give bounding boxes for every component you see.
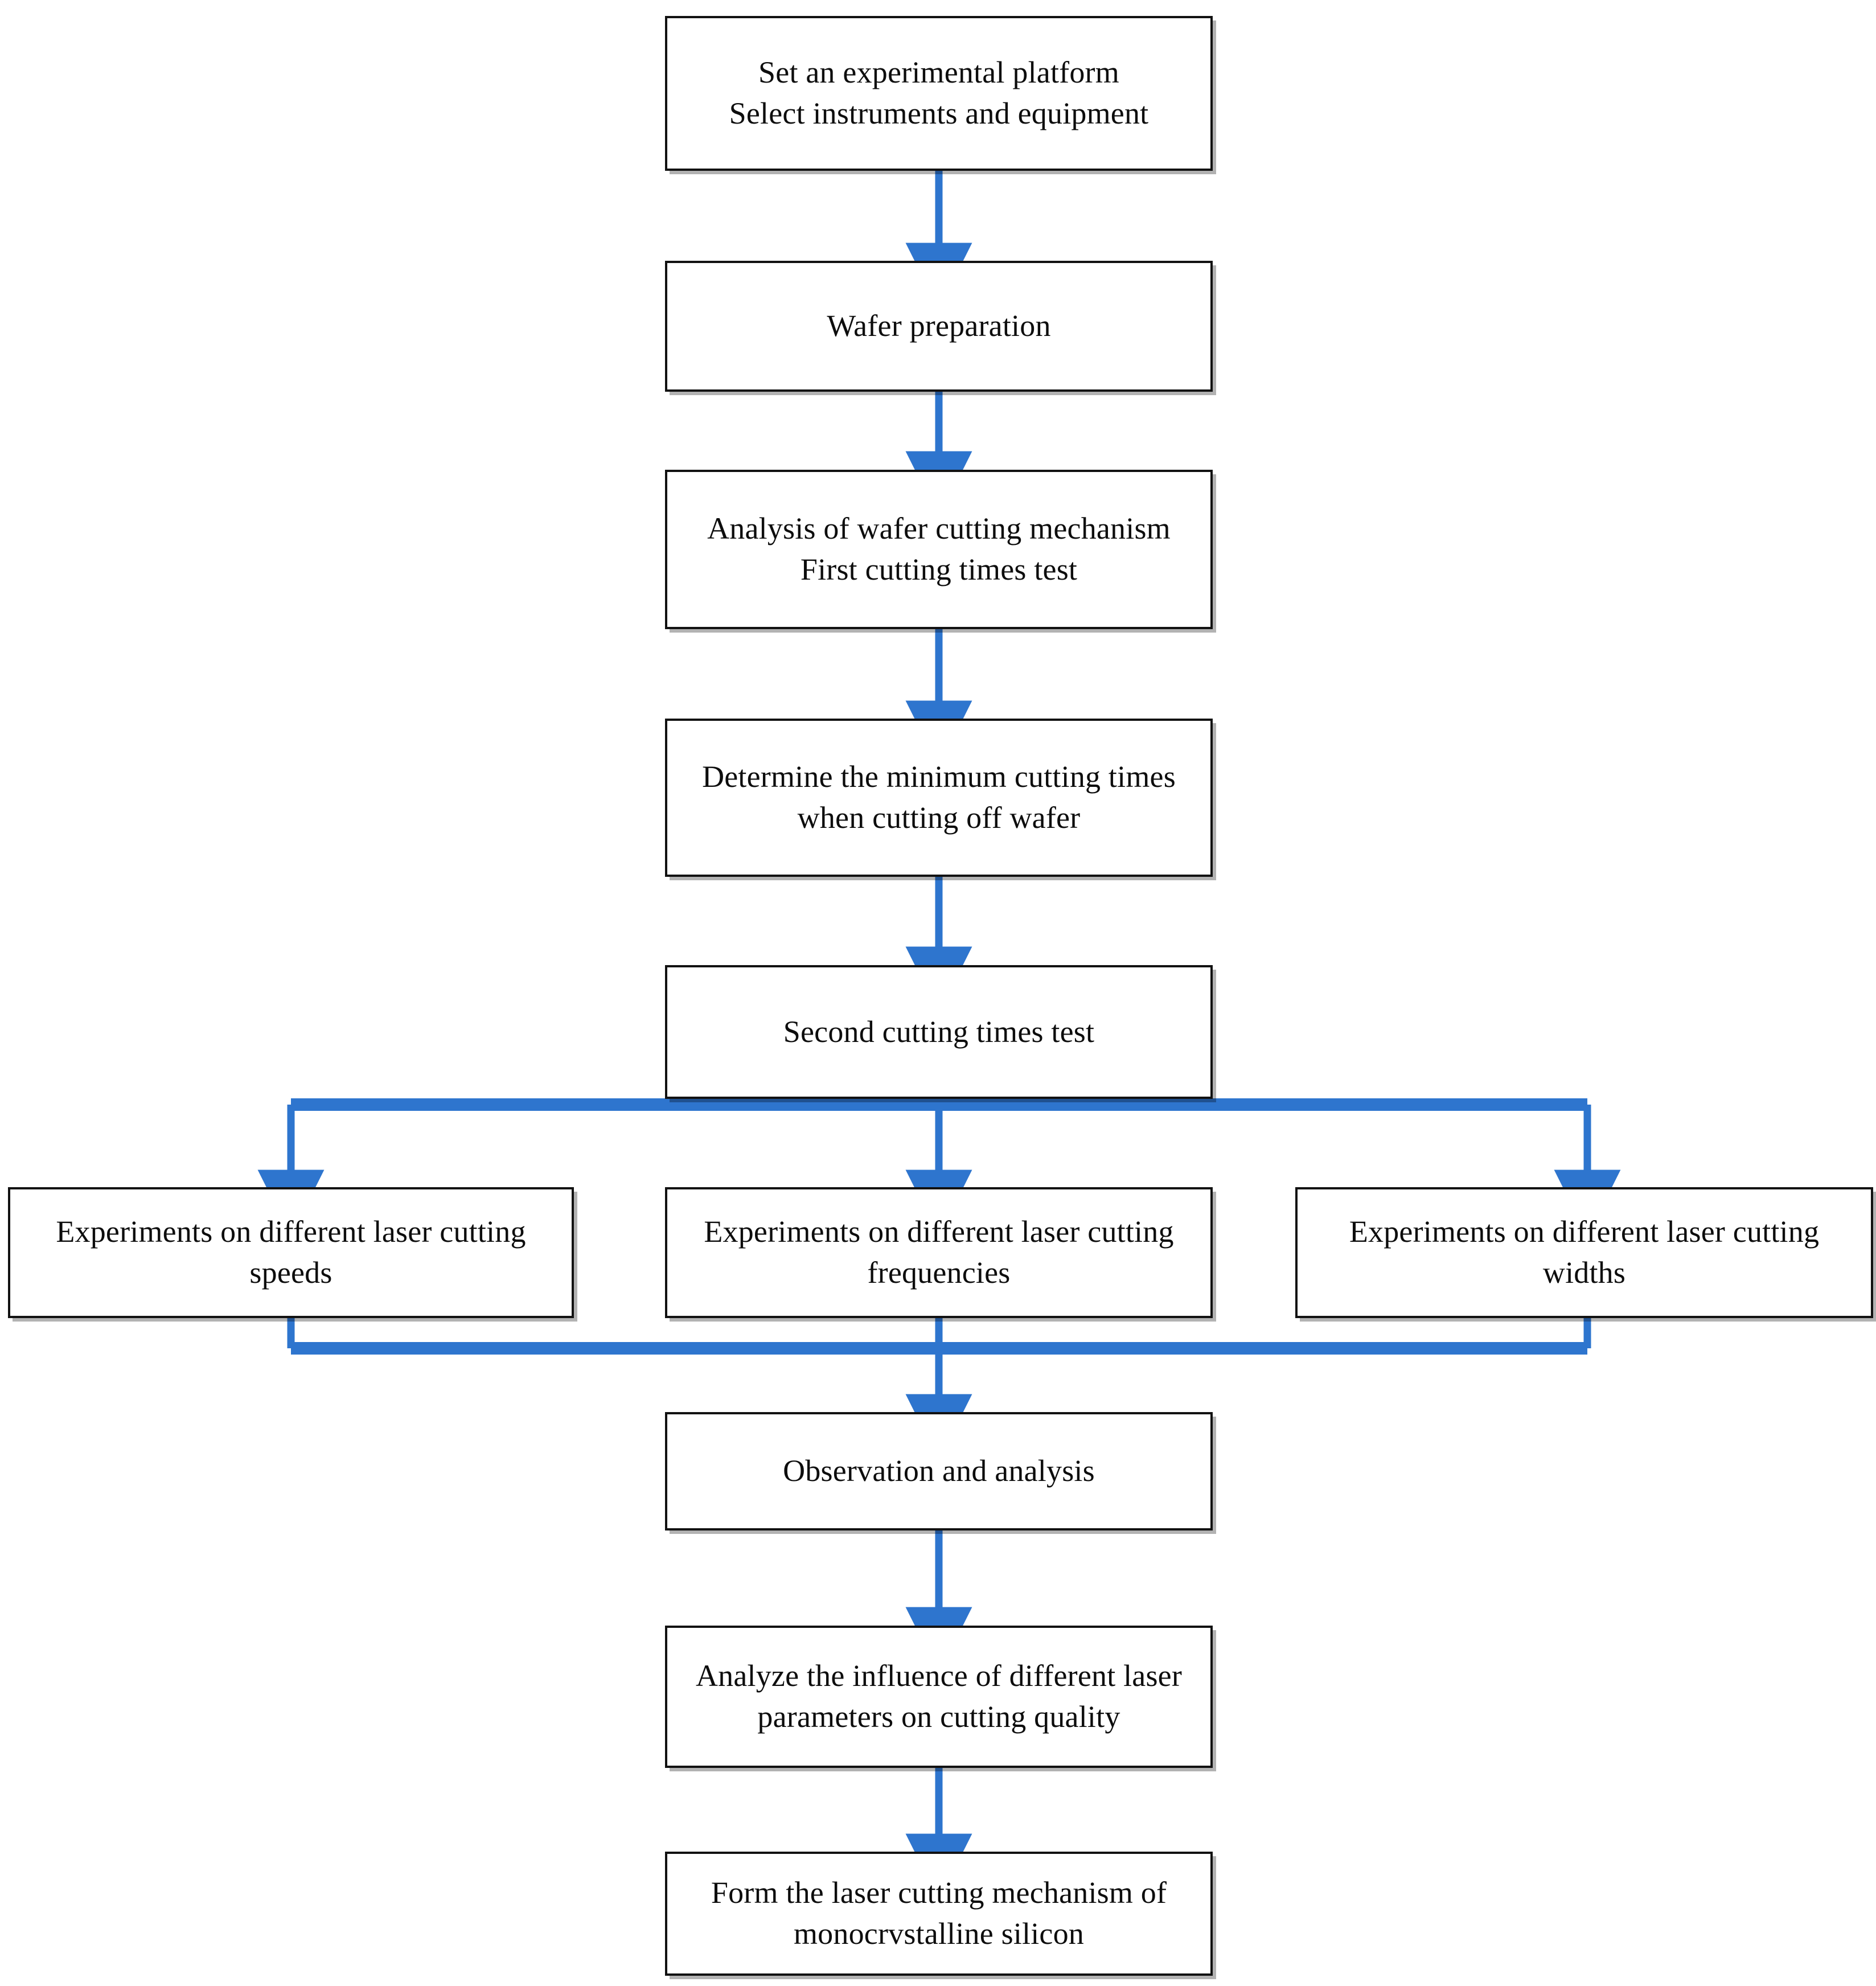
node-experiments-frequencies-label: Experiments on different laser cutting f… — [704, 1214, 1174, 1290]
node-analysis-first-test-label: Analysis of wafer cutting mechanism Firs… — [707, 511, 1171, 586]
node-second-test-label: Second cutting times test — [783, 1014, 1095, 1049]
node-wafer-preparation-label: Wafer preparation — [827, 309, 1051, 343]
node-setup[interactable]: Set an experimental platform Select inst… — [665, 16, 1213, 171]
node-analyze-influence-label: Analyze the influence of different laser… — [695, 1659, 1183, 1734]
node-determine-minimum[interactable]: Determine the minimum cutting times when… — [665, 719, 1213, 877]
node-observation-analysis[interactable]: Observation and analysis — [665, 1412, 1213, 1530]
node-setup-label: Set an experimental platform Select inst… — [729, 55, 1149, 130]
node-experiments-widths[interactable]: Experiments on different laser cutting w… — [1295, 1187, 1873, 1318]
node-observation-analysis-label: Observation and analysis — [783, 1454, 1095, 1488]
node-experiments-speeds[interactable]: Experiments on different laser cutting s… — [8, 1187, 574, 1318]
node-second-test[interactable]: Second cutting times test — [665, 965, 1213, 1099]
node-experiments-speeds-label: Experiments on different laser cutting s… — [56, 1214, 526, 1290]
node-determine-minimum-label: Determine the minimum cutting times when… — [702, 760, 1176, 835]
node-analysis-first-test[interactable]: Analysis of wafer cutting mechanism Firs… — [665, 470, 1213, 629]
node-analyze-influence[interactable]: Analyze the influence of different laser… — [665, 1626, 1213, 1768]
node-form-mechanism[interactable]: Form the laser cutting mechanism of mono… — [665, 1852, 1213, 1976]
node-experiments-frequencies[interactable]: Experiments on different laser cutting f… — [665, 1187, 1213, 1318]
node-form-mechanism-label: Form the laser cutting mechanism of mono… — [711, 1876, 1167, 1951]
node-wafer-preparation[interactable]: Wafer preparation — [665, 261, 1213, 392]
node-experiments-widths-label: Experiments on different laser cutting w… — [1349, 1214, 1820, 1290]
